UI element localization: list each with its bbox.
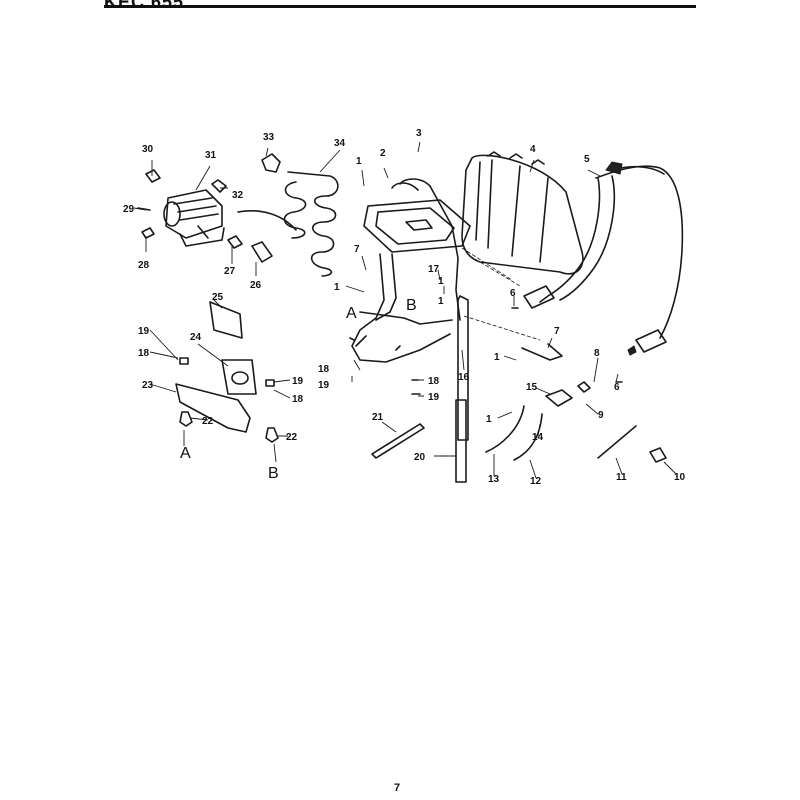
callout-6b: 6 [614, 382, 620, 393]
callout-1d: 1 [438, 296, 444, 307]
callout-22a: 22 [202, 416, 214, 427]
callout-31: 31 [205, 150, 217, 161]
part-coil-hose-34 [237, 171, 339, 277]
part-bag-4 [461, 151, 584, 275]
callout-18d: 18 [428, 376, 440, 387]
callout-4: 4 [530, 144, 536, 155]
callout-19c: 19 [318, 380, 330, 391]
callout-30: 30 [142, 144, 154, 155]
callout-28: 28 [138, 260, 150, 271]
letter-a-plate: A [180, 445, 191, 462]
callout-8: 8 [594, 348, 600, 359]
callout-1f: 1 [486, 414, 492, 425]
callout-16: 16 [458, 372, 470, 383]
reference-letters: A B A B [180, 297, 417, 482]
callout-19d: 19 [428, 392, 440, 403]
part-strap-5 [523, 161, 684, 356]
callout-19a: 19 [138, 326, 150, 337]
callout-33: 33 [263, 132, 275, 143]
part-frame-16 [349, 178, 541, 483]
callout-32: 32 [232, 190, 244, 201]
callout-9: 9 [598, 410, 604, 421]
callout-22b: 22 [286, 432, 298, 443]
callout-12: 12 [530, 476, 542, 487]
callout-27: 27 [224, 266, 236, 277]
callout-19b: 19 [292, 376, 304, 387]
leader-lines [133, 141, 677, 479]
part-wiring-small [371, 307, 667, 463]
callout-23: 23 [142, 380, 154, 391]
letter-b-frame: B [406, 297, 417, 314]
callout-7b: 7 [554, 326, 560, 337]
part-motor-31 [163, 189, 225, 247]
page-number: 7 [394, 782, 401, 794]
callout-24: 24 [190, 332, 202, 343]
callout-11: 11 [616, 472, 627, 483]
letter-a-frame: A [346, 305, 357, 322]
callout-7a: 7 [354, 244, 360, 255]
callout-1b: 1 [334, 282, 340, 293]
callout-2: 2 [380, 148, 386, 159]
callout-1c: 1 [438, 276, 444, 287]
callout-13: 13 [488, 474, 500, 485]
callout-18b: 18 [292, 394, 304, 405]
callout-10: 10 [674, 472, 686, 483]
callout-21: 21 [372, 412, 384, 423]
callout-numbers: 30 31 33 34 1 2 3 4 5 32 29 28 27 26 7 1… [123, 128, 686, 487]
callout-5: 5 [584, 154, 590, 165]
callout-1e: 1 [494, 352, 500, 363]
callout-17: 17 [428, 264, 440, 275]
callout-18c: 18 [318, 364, 330, 375]
callout-3: 3 [416, 128, 422, 139]
callout-26: 26 [250, 280, 262, 291]
page-title: KEC 655 [104, 0, 185, 12]
callout-15: 15 [526, 382, 538, 393]
callout-20: 20 [414, 452, 426, 463]
callout-18a: 18 [138, 348, 150, 359]
callout-34: 34 [334, 138, 346, 149]
letter-b-plate: B [268, 465, 279, 482]
callout-14: 14 [532, 432, 544, 443]
part-fittings [137, 153, 281, 263]
callout-1: 1 [356, 156, 362, 167]
callout-25: 25 [212, 292, 224, 303]
header-rule [104, 5, 696, 8]
callout-6a: 6 [510, 288, 516, 299]
callout-29: 29 [123, 204, 135, 215]
part-plates [175, 301, 279, 443]
